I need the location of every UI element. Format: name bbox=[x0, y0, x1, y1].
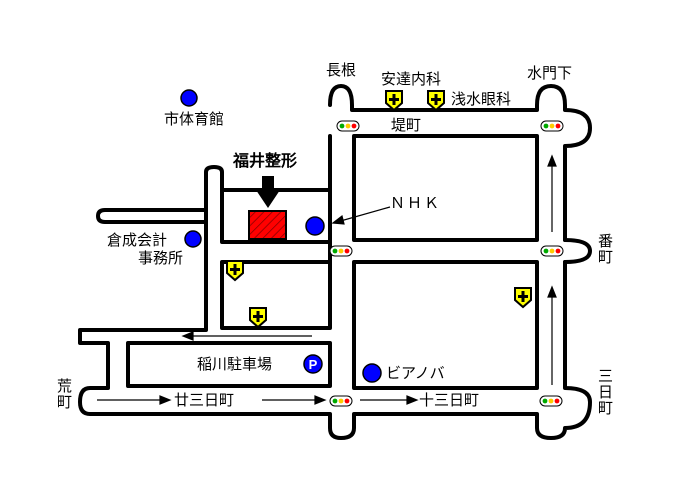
clinic-pointer-arrow bbox=[256, 176, 280, 208]
traffic-signal-icon bbox=[336, 120, 360, 132]
gym-dot-icon bbox=[180, 89, 198, 107]
traffic-signal-icon bbox=[540, 120, 564, 132]
road-network bbox=[78, 84, 592, 440]
label-bancho: 番町 bbox=[596, 233, 614, 265]
label-kuranari-1: 倉成会計 bbox=[107, 231, 168, 249]
direction-arrows bbox=[97, 154, 557, 405]
kuranari-dot-icon bbox=[184, 230, 202, 248]
hospital-icon-block1 bbox=[226, 260, 244, 281]
label-aramachi: 荒町 bbox=[55, 378, 73, 410]
pianova-dot-icon bbox=[362, 363, 382, 383]
label-nagane: 長根 bbox=[326, 61, 357, 79]
label-jusanichi: 十三日町 bbox=[419, 391, 480, 409]
label-pianova: ビアノバ bbox=[386, 364, 445, 382]
label-tsutsumi: 堤町 bbox=[391, 116, 422, 134]
traffic-signal-icon bbox=[329, 245, 353, 257]
label-nijusanichi: 廿三日町 bbox=[174, 391, 235, 409]
label-asamizu: 浅水眼科 bbox=[451, 90, 512, 108]
nhk-dot-icon bbox=[305, 216, 325, 236]
label-mizumon: 水門下 bbox=[527, 64, 573, 82]
label-inagawa: 稲川駐車場 bbox=[197, 355, 273, 373]
traffic-signal-icon bbox=[539, 395, 563, 407]
clinic-building[interactable] bbox=[248, 210, 287, 240]
adachi-hospital-icon bbox=[385, 90, 403, 111]
hospital-icon-block2 bbox=[249, 307, 267, 328]
asamizu-hospital-icon bbox=[427, 90, 445, 111]
label-nhk: ＮＨＫ bbox=[390, 194, 442, 212]
parking-icon-letter: P bbox=[309, 357, 318, 372]
label-mikkamachi: 三日町 bbox=[596, 368, 614, 416]
label-clinic: 福井整形 bbox=[233, 151, 298, 170]
label-adachi: 安達内科 bbox=[381, 70, 442, 88]
traffic-signal-icon bbox=[540, 245, 564, 257]
label-kuranari-2: 事務所 bbox=[138, 249, 184, 267]
parking-icon bbox=[303, 354, 323, 374]
traffic-signal-icon bbox=[329, 395, 353, 407]
hospital-icon-east bbox=[514, 287, 532, 308]
label-gym: 市体育館 bbox=[164, 110, 225, 128]
